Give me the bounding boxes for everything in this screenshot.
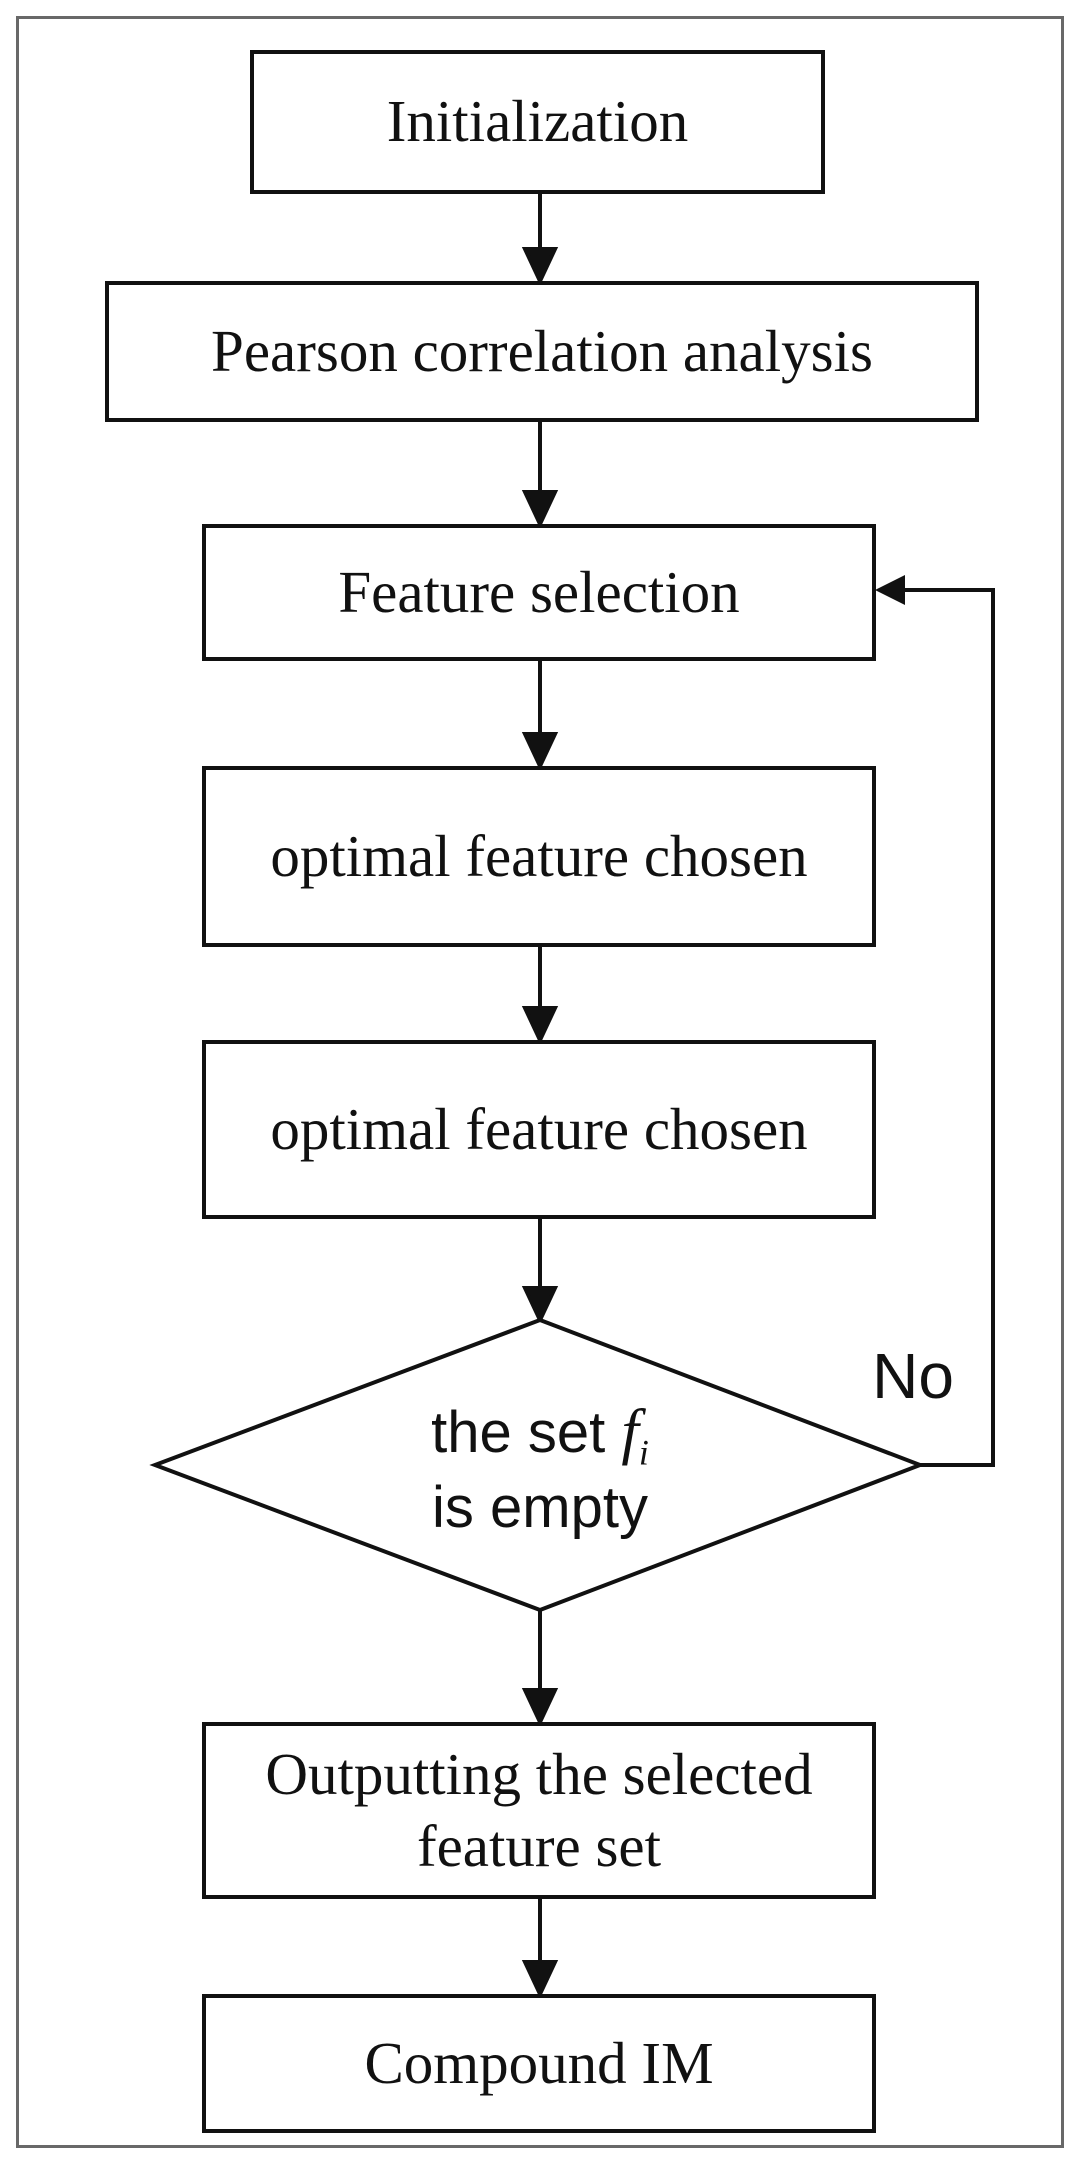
node-optimal-feature-2: optimal feature chosen	[202, 1040, 876, 1219]
node-optimal-feature-2-label: optimal feature chosen	[270, 1095, 808, 1162]
arrowhead-output-to-compound	[521, 1960, 559, 1999]
arrowhead-featsel-to-opt1	[521, 732, 559, 771]
arrowhead-loop-to-featsel	[875, 575, 905, 605]
node-initialization-label: Initialization	[386, 88, 689, 155]
node-pearson-correlation-label: Pearson correlation analysis	[211, 317, 873, 384]
node-initialization: Initialization	[250, 50, 825, 194]
decision-line-2: is empty	[432, 1474, 648, 1540]
node-decision-set-empty: the set fi is empty	[320, 1378, 760, 1558]
node-pearson-correlation: Pearson correlation analysis	[105, 281, 979, 422]
node-optimal-feature-1: optimal feature chosen	[202, 766, 876, 947]
decision-diamond-shape	[149, 1317, 926, 1613]
outer-frame	[16, 16, 1064, 2148]
node-outputting-feature-set: Outputting the selected feature set	[202, 1722, 876, 1899]
loop-no-path	[903, 588, 995, 1467]
arrowhead-pearson-to-featsel	[521, 490, 559, 529]
decision-math-subscript: i	[638, 1432, 649, 1473]
node-compound-im-label: Compound IM	[364, 2029, 714, 2096]
node-optimal-feature-1-label: optimal feature chosen	[270, 822, 808, 889]
arrowhead-decision-to-output	[521, 1688, 559, 1727]
arrowhead-opt1-to-opt2	[521, 1006, 559, 1045]
node-compound-im: Compound IM	[202, 1994, 876, 2133]
node-outputting-feature-set-label: Outputting the selected feature set	[265, 1740, 813, 1879]
decision-line-1: the set fi	[431, 1391, 649, 1471]
node-feature-selection: Feature selection	[202, 524, 876, 661]
node-feature-selection-label: Feature selection	[338, 558, 740, 625]
arrowhead-init-to-pearson	[521, 247, 559, 286]
edge-label-no: No	[872, 1340, 954, 1412]
decision-line-1-text: the set	[431, 1399, 622, 1465]
decision-math-symbol: f	[621, 1395, 639, 1466]
arrowhead-opt2-to-decision	[521, 1286, 559, 1325]
